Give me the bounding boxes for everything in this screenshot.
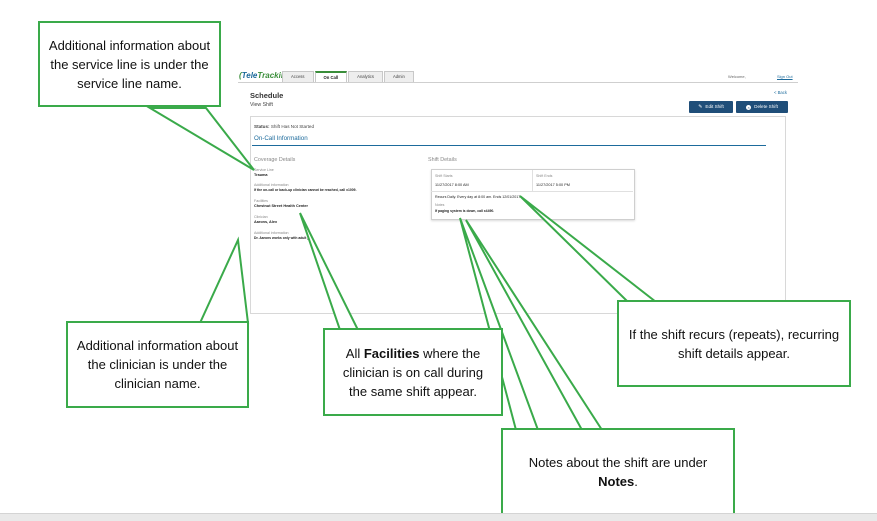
service-line-info: If the on-call or back-up clinician cann…: [254, 188, 357, 192]
edit-shift-button[interactable]: ✎ Edit Shift: [689, 101, 733, 113]
clinician-arrow: [198, 236, 250, 324]
tab-admin[interactable]: Admin: [383, 71, 414, 82]
clinician-value: Aarons, Alex: [254, 220, 278, 224]
card-column-divider: [532, 170, 533, 191]
service-line-value: Trauma: [254, 173, 268, 177]
clinician-info-label: Additional information: [254, 231, 289, 235]
tab-access[interactable]: Access: [282, 71, 314, 82]
teletracking-logo: (TeleTracking: [239, 71, 291, 80]
page-title: Schedule: [250, 91, 284, 100]
notes-value: If paging system is down, call x4490.: [435, 209, 495, 213]
notes-label: Notes: [435, 203, 445, 207]
window-bottom-edge: [0, 513, 877, 521]
pencil-icon: ✎: [698, 104, 703, 110]
notes-callout: Notes about the shift are under Notes.: [501, 428, 735, 515]
facilities-label: Facilities: [254, 199, 268, 203]
facilities-value: Chestnut Street Health Center: [254, 204, 309, 208]
clinician-info: Dr. Aarons works only with adult p...: [254, 236, 313, 240]
recurs-callout-text: If the shift recurs (repeats), recurring…: [628, 326, 840, 361]
shift-starts-label: Shift Starts: [435, 174, 453, 178]
tab-analytics[interactable]: Analytics: [348, 71, 383, 82]
service-line-arrow: [146, 107, 255, 171]
clinician-callout-text: Additional information about the clinici…: [76, 338, 239, 391]
shift-ends-value: 11/27/2017 5:00 PM: [536, 183, 570, 187]
shift-ends-label: Shift Ends: [536, 174, 553, 178]
close-circle-icon: ×: [746, 104, 752, 110]
facilities-callout: All Facilities where the clinician is on…: [323, 328, 503, 416]
coverage-details-heading: Coverage Details: [254, 157, 296, 163]
notes-callout-text: Notes about the shift are under Notes.: [528, 454, 708, 489]
card-divider: [431, 191, 633, 192]
delete-shift-button[interactable]: × Delete Shift: [736, 101, 788, 113]
tab-on-call[interactable]: On Call: [314, 71, 348, 83]
nav-divider: [238, 82, 798, 83]
service-line-label: Service Line: [254, 168, 274, 172]
service-line-callout-text: Additional information about the service…: [48, 37, 211, 91]
service-line-info-label: Additional information: [254, 183, 289, 187]
page-subtitle: View Shift: [250, 102, 273, 108]
section-rule: [252, 145, 766, 146]
welcome-text: Welcome,: [728, 74, 746, 79]
sign-out-link[interactable]: Sign Out: [777, 74, 793, 79]
shift-starts-value: 11/27/2017 8:00 AM: [435, 183, 469, 187]
edit-shift-label: Edit Shift: [705, 104, 724, 109]
clinician-label: Clinician: [254, 215, 268, 219]
delete-shift-label: Delete Shift: [754, 104, 778, 109]
shift-status: Status: Shift Has Not Started: [254, 124, 315, 129]
on-call-heading: On-Call Information: [254, 135, 308, 142]
facilities-callout-text: All Facilities where the clinician is on…: [342, 345, 484, 399]
recurs-callout: If the shift recurs (repeats), recurring…: [617, 300, 851, 387]
service-line-callout: Additional information about the service…: [38, 21, 221, 107]
shift-details-heading: Shift Details: [428, 157, 457, 163]
back-link[interactable]: < Back: [774, 90, 787, 95]
recurs-text: Recurs Daily. Every day at 8:00 am. Ends…: [435, 195, 521, 199]
clinician-callout: Additional information about the clinici…: [66, 321, 249, 408]
main-tabs: Access On Call Analytics Admin: [282, 71, 415, 83]
